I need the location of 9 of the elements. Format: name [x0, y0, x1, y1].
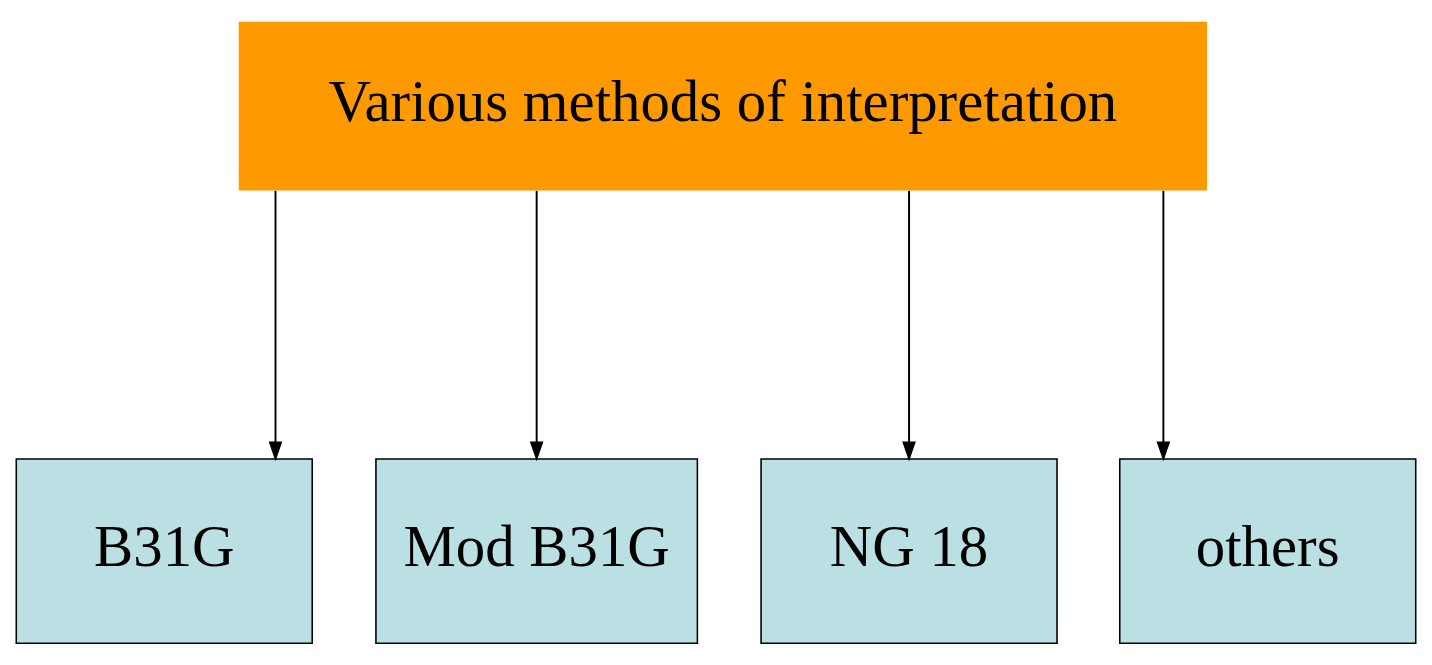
node-box: others	[1118, 458, 1417, 644]
node-box: B31G	[15, 458, 314, 644]
arrow	[529, 189, 544, 462]
node-box: Mod B31G	[375, 458, 699, 644]
arrow	[268, 189, 283, 462]
arrow	[1156, 189, 1171, 462]
node-box: NG 18	[760, 458, 1058, 644]
node-box: Various methods of interpretation	[238, 21, 1207, 191]
arrow	[902, 189, 916, 462]
